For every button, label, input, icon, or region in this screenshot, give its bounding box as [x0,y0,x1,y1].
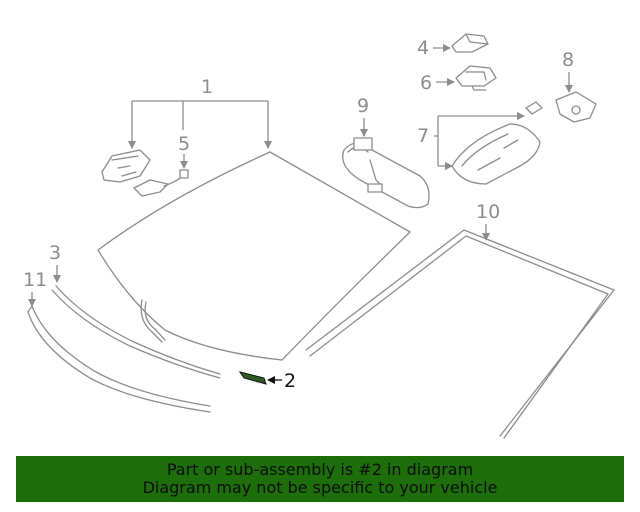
spacer-part-2 [238,371,267,385]
callout-10: 10 [476,201,500,223]
callout-1-leader [128,100,272,149]
info-banner: Part or sub-assembly is #2 in diagram Di… [16,456,624,502]
callout-4: 4 [417,37,429,59]
callout-5: 5 [178,133,190,155]
banner-line-1: Part or sub-assembly is #2 in diagram [166,460,474,479]
callout-8: 8 [562,49,574,71]
callout-9: 9 [357,95,369,117]
weatherstrip-part-11 [27,305,211,413]
bracket-part-8 [555,91,597,123]
clip-part-6 [455,65,497,91]
windshield-molding [305,229,615,439]
callout-3: 3 [49,242,61,264]
callout-6: 6 [420,72,432,94]
parts-diagram: 1 5 9 4 6 8 [23,33,615,439]
callout-1: 1 [201,76,213,98]
callout-11: 11 [23,269,47,291]
callout-7-leader [434,112,525,170]
mirror-bracket [101,149,151,183]
banner-line-2: Diagram may not be specific to your vehi… [142,478,498,497]
callout-7: 7 [417,125,429,147]
mirror-cover-part-7 [451,101,543,185]
callout-2: 2 [284,370,296,392]
cover-part-4 [451,33,489,53]
rear-view-mirror [342,137,430,209]
molding-strip-part-3 [51,285,221,379]
sensor-part [133,169,189,197]
windshield-glass [97,151,411,361]
